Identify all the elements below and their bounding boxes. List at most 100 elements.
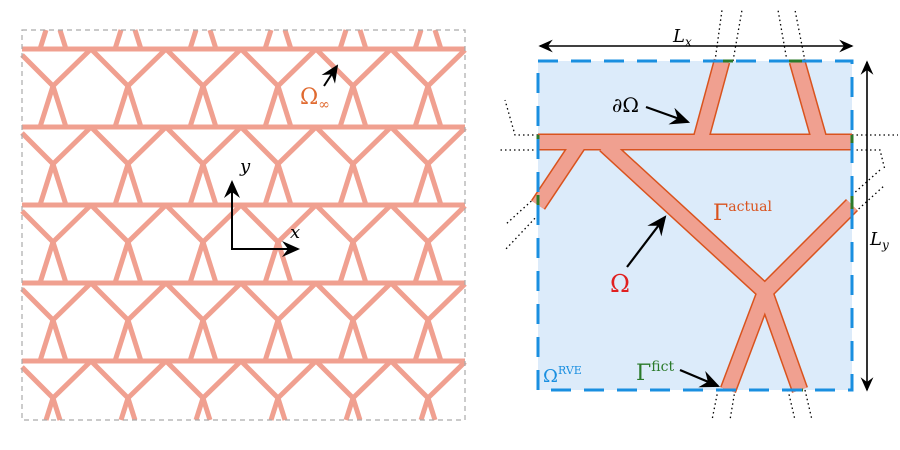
lattice-strut — [20, 287, 55, 322]
lattice-strut — [50, 85, 69, 128]
lx-label: Lx — [672, 26, 692, 49]
lattice-strut — [239, 281, 280, 322]
lattice-strut — [337, 29, 349, 50]
lattice-strut — [350, 319, 369, 362]
lattice-strut — [275, 397, 288, 421]
lattice-strut — [112, 29, 124, 50]
lattice-strut — [357, 29, 369, 50]
lattice-strut — [51, 281, 93, 322]
lattice-strut — [37, 319, 56, 362]
lattice-strut — [164, 281, 205, 322]
lattice-strut — [350, 85, 369, 128]
lattice-strut — [412, 319, 431, 362]
gamma-fict-label: Γfict — [636, 359, 674, 386]
rve-struts — [530, 58, 859, 394]
lattice-strut — [126, 125, 168, 166]
lattice-strut — [200, 319, 219, 362]
lattice-strut — [276, 203, 318, 244]
lattice-strut — [276, 359, 318, 400]
lattice-strut — [426, 126, 467, 166]
lattice-strut — [125, 85, 144, 128]
lattice-strut — [201, 125, 243, 166]
boundary-label: ∂Ω — [612, 93, 639, 117]
lattice-strut — [337, 319, 356, 362]
lattice-strut — [125, 163, 144, 206]
omega-label: Ω — [610, 270, 630, 298]
lattice-strut — [89, 47, 130, 88]
lattice-strut — [125, 319, 144, 362]
lattice-strut — [425, 163, 444, 206]
lattice-strut — [112, 319, 131, 362]
lattice-strut — [351, 47, 393, 88]
lattice-strut — [187, 29, 199, 50]
lattice-strut — [50, 397, 63, 421]
lattice-strut — [112, 163, 131, 206]
neighbor-struts-dotted — [500, 9, 898, 421]
rve-label: ΩRVE — [543, 364, 582, 387]
lattice-strut — [426, 360, 467, 400]
lattice-strut — [337, 241, 356, 284]
lattice-strut — [89, 203, 130, 244]
lattice-strut — [37, 163, 56, 206]
lattice-strut — [350, 163, 369, 206]
lattice-strut — [89, 281, 130, 322]
lattice-strut — [57, 29, 69, 50]
lattice-strut — [314, 125, 355, 166]
lattice-strut — [276, 47, 318, 88]
lattice-strut — [337, 85, 356, 128]
y-axis-label: y — [239, 156, 251, 177]
rve-border — [536, 59, 854, 392]
lattice-strut — [132, 29, 144, 50]
lattice-strut — [20, 209, 55, 244]
lattice-strut — [239, 125, 280, 166]
lattice-strut — [50, 163, 69, 206]
lattice-strut — [126, 203, 168, 244]
lattice-strut — [112, 241, 131, 284]
gamma-fict-arrow — [679, 368, 721, 388]
lattice-strut — [201, 203, 243, 244]
lattice-strut — [51, 203, 93, 244]
lattice-strut — [276, 281, 318, 322]
lattice-strut — [200, 85, 219, 128]
omega-inf-arrow — [321, 64, 339, 87]
lattice-strut — [37, 241, 56, 284]
lattice-strut — [389, 203, 430, 244]
lattice-strut — [164, 359, 205, 400]
ly-label: Ly — [869, 229, 889, 252]
lattice-strut — [20, 131, 55, 166]
lattice-strut — [425, 319, 444, 362]
lattice-strut — [37, 29, 49, 50]
lattice-strut — [351, 125, 393, 166]
lattice-strut — [412, 85, 431, 128]
lattice-strut — [350, 241, 369, 284]
lattice-strut — [207, 29, 219, 50]
lattice-strut — [126, 47, 168, 88]
lattice-strut — [282, 29, 294, 50]
lattice-strut — [389, 125, 430, 166]
lattice-strut — [50, 319, 69, 362]
lattice-strut — [412, 29, 424, 50]
lattice-strut — [50, 241, 69, 284]
lattice-strut — [20, 53, 55, 88]
lattice-strut — [262, 319, 281, 362]
lattice-strut — [314, 47, 355, 88]
lattice-strut — [412, 241, 431, 284]
lattice-strut — [262, 29, 274, 50]
lattice-strut — [37, 85, 56, 128]
lattice-domain-border — [21, 29, 466, 421]
lattice-strut — [51, 359, 93, 400]
lattice-strut — [187, 319, 206, 362]
lattice-strut — [314, 359, 355, 400]
boundary-arrow — [645, 105, 691, 125]
lattice-strut — [89, 359, 130, 400]
lattice-strut — [425, 397, 438, 421]
lattice-strut — [187, 163, 206, 206]
lattice-strut — [426, 204, 467, 244]
lattice-strut — [112, 85, 131, 128]
lattice-strut — [200, 163, 219, 206]
lattice-strut — [126, 281, 168, 322]
lattice-strut — [275, 319, 294, 362]
lattice-strut — [200, 397, 213, 421]
